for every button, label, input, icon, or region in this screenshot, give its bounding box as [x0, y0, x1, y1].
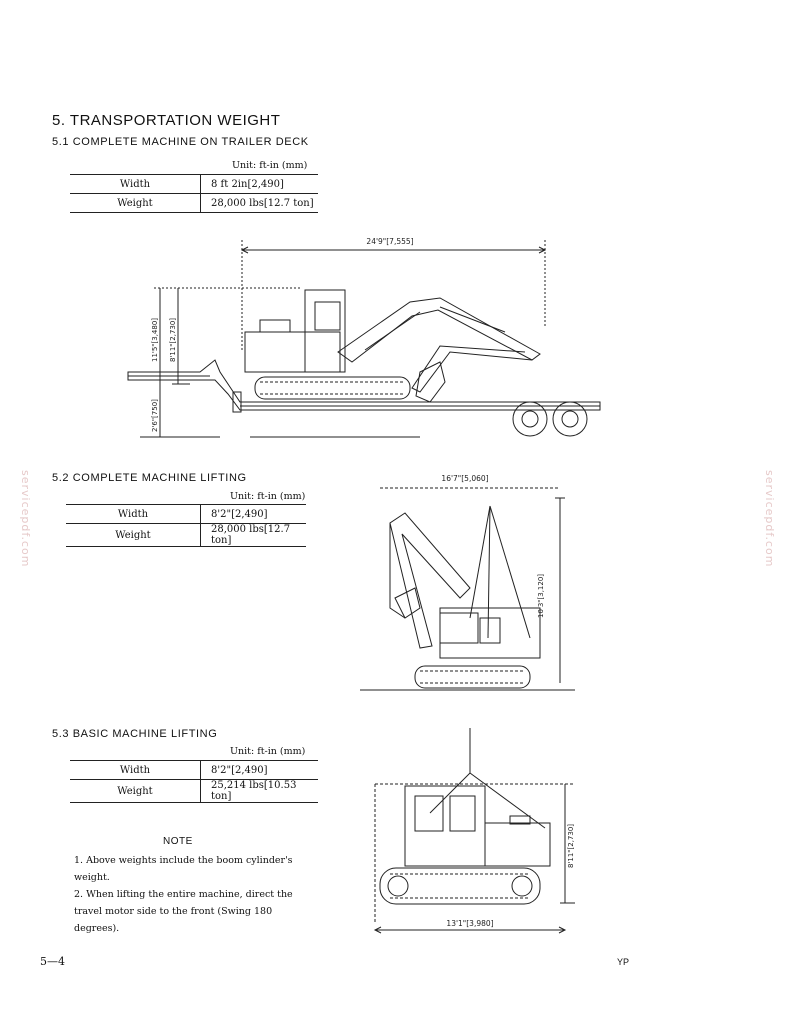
- trailer-diagram: 24'9"[7,555] 11'5"[3,480] 8'11"[2,730] 2…: [127, 237, 601, 438]
- note-title: NOTE: [163, 836, 193, 847]
- row-label: Width: [70, 760, 201, 780]
- note-item-1: 1. Above weights include the boom cylind…: [74, 855, 293, 883]
- page-title: 5. TRANSPORTATION WEIGHT: [52, 112, 281, 129]
- section-heading-basic-lifting: 5.3 BASIC MACHINE LIFTING: [52, 728, 218, 740]
- table-row: Width 8 ft 2in[2,490]: [70, 174, 318, 194]
- dim-length-label: 24'9"[7,555]: [366, 237, 413, 246]
- watermark-right: servicepdf.com: [763, 470, 776, 568]
- table-row: Weight 25,214 lbs[10.53 ton]: [70, 779, 318, 803]
- table-row: Weight 28,000 lbs[12.7 ton]: [66, 523, 306, 547]
- page-number: 5—4: [40, 955, 65, 968]
- row-label: Weight: [70, 193, 201, 213]
- dim-lifting-height-label: 10'3"[3,120]: [537, 574, 545, 618]
- unit-label-3: Unit: ft-in (mm): [230, 746, 306, 757]
- table-row: Width 8'2"[2,490]: [66, 504, 306, 524]
- unit-label-1: Unit: ft-in (mm): [232, 160, 308, 171]
- note-item-2: 2. When lifting the entire machine, dire…: [74, 889, 293, 934]
- row-value: 8 ft 2in[2,490]: [200, 174, 318, 194]
- complete-lifting-diagram: 16'7"[5,060] 10'3"[3,120]: [360, 474, 575, 691]
- dim-height-label: 11'5"[3,480]: [151, 318, 159, 362]
- footer-code: YP: [617, 957, 630, 967]
- dim-machine-height-label: 8'11"[2,730]: [169, 318, 177, 362]
- dim-deck-height-label: 2'6"[750]: [151, 399, 159, 432]
- row-value: 28,000 lbs[12.7 ton]: [200, 523, 306, 547]
- spec-table-3: Width 8'2"[2,490] Weight 25,214 lbs[10.5…: [70, 760, 318, 803]
- section-heading-complete-lifting: 5.2 COMPLETE MACHINE LIFTING: [52, 472, 247, 484]
- dim-basic-height-label: 8'11"[2,730]: [567, 824, 575, 868]
- table-row: Width 8'2"[2,490]: [70, 760, 318, 780]
- spec-table-1: Width 8 ft 2in[2,490] Weight 28,000 lbs[…: [70, 174, 318, 213]
- table-row: Weight 28,000 lbs[12.7 ton]: [70, 193, 318, 213]
- dim-basic-length-label: 13'1"[3,980]: [446, 919, 493, 928]
- row-value: 28,000 lbs[12.7 ton]: [200, 193, 318, 213]
- row-value: 8'2"[2,490]: [200, 760, 318, 780]
- row-label: Weight: [66, 523, 201, 547]
- row-value: 8'2"[2,490]: [200, 504, 306, 524]
- unit-label-2: Unit: ft-in (mm): [230, 491, 306, 502]
- section-heading-trailer-deck: 5.1 COMPLETE MACHINE ON TRAILER DECK: [52, 136, 309, 148]
- row-label: Width: [66, 504, 201, 524]
- row-label: Width: [70, 174, 201, 194]
- row-label: Weight: [70, 779, 201, 803]
- basic-lifting-diagram: 8'11"[2,730] 13'1"[3,980]: [373, 728, 575, 934]
- spec-table-2: Width 8'2"[2,490] Weight 28,000 lbs[12.7…: [66, 504, 306, 547]
- dim-lifting-length-label: 16'7"[5,060]: [441, 474, 488, 483]
- row-value: 25,214 lbs[10.53 ton]: [200, 779, 318, 803]
- watermark-left: servicepdf.com: [19, 470, 32, 568]
